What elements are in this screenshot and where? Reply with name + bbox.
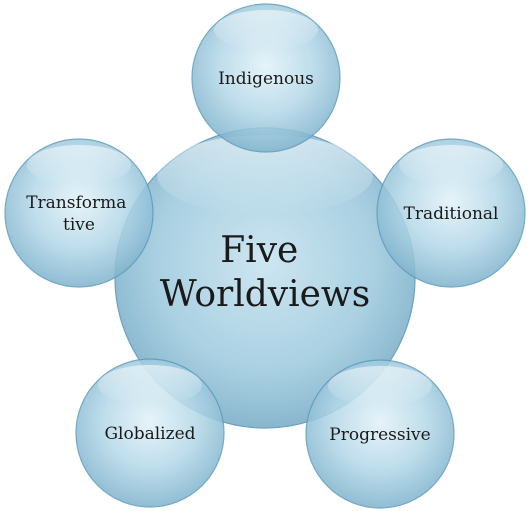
center-bubble: Five Worldviews [114, 127, 416, 429]
node-indigenous: Indigenous [191, 3, 341, 153]
node-label-indigenous: Indigenous [218, 69, 314, 89]
center-label: Five Worldviews [160, 230, 370, 315]
node-transformative: Transforma tive [4, 138, 154, 288]
node-label-transformative: Transforma tive [26, 193, 132, 235]
node-progressive: Progressive [305, 359, 455, 509]
node-globalized: Globalized [75, 358, 225, 508]
node-label-traditional: Traditional [404, 204, 499, 224]
node-label-progressive: Progressive [329, 425, 430, 445]
node-traditional: Traditional [376, 138, 526, 288]
node-label-globalized: Globalized [104, 424, 195, 444]
